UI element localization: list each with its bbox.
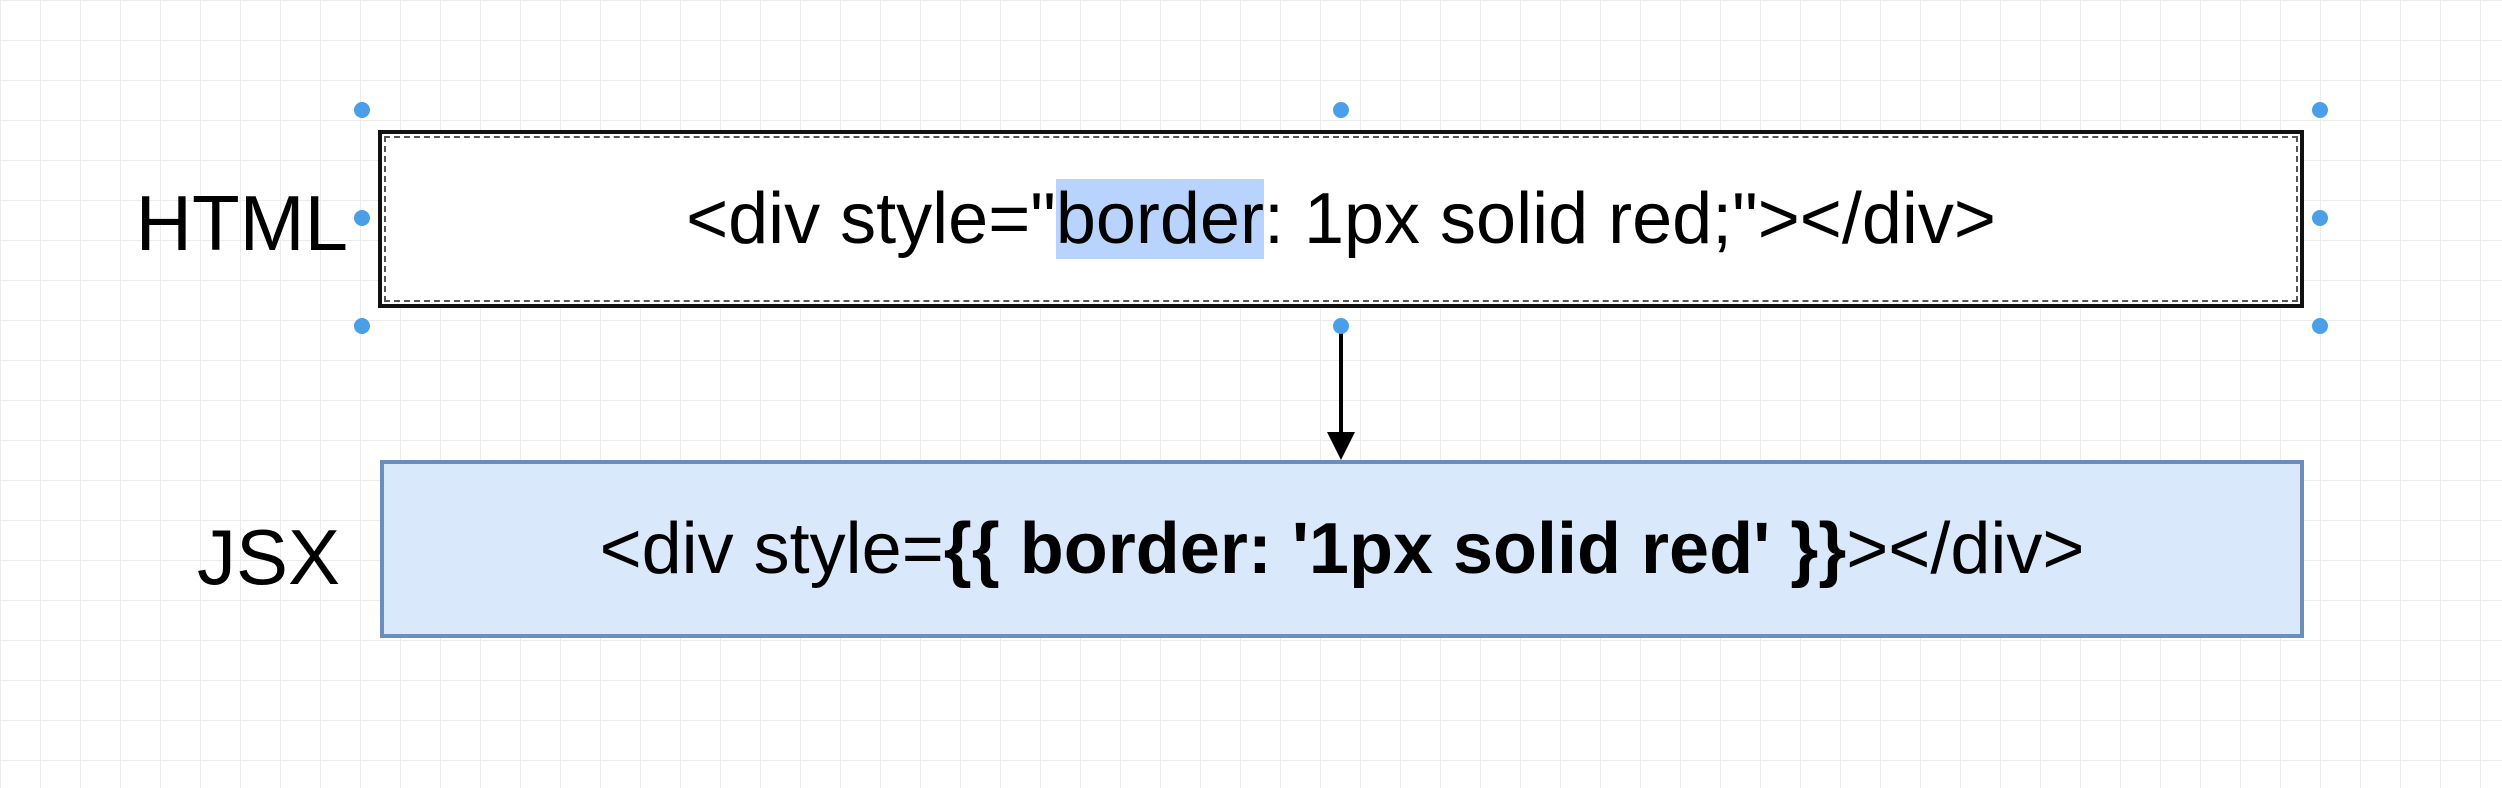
html-code-after: : 1px solid red;"></div> [1263,179,1996,259]
jsx-code-after: ></div> [1846,509,2085,589]
resize-handle-bottom-center[interactable] [1333,318,1349,334]
html-row-label: HTML [135,179,348,267]
jsx-code-box[interactable]: <div style={{ border: '1px solid red' }}… [380,460,2304,638]
resize-handle-top-center[interactable] [1333,102,1349,118]
html-code-box[interactable]: <div style="border: 1px solid red;"></di… [378,130,2304,308]
resize-handle-bottom-right[interactable] [2312,318,2328,334]
html-code-highlight[interactable]: border [1055,179,1264,259]
resize-handle-middle-left[interactable] [354,210,370,226]
jsx-row-label: JSX [196,513,340,601]
connector-arrowhead [1327,432,1355,460]
resize-handle-top-left[interactable] [354,102,370,118]
html-code-before: <div style=" [686,179,1056,259]
html-code-text[interactable]: <div style="border: 1px solid red;"></di… [686,178,1996,260]
jsx-code-before: <div style= [599,509,944,589]
jsx-code-text[interactable]: <div style={{ border: '1px solid red' }}… [600,508,2085,590]
resize-handle-bottom-left[interactable] [354,318,370,334]
jsx-code-bold: {{ border: '1px solid red' }} [943,509,1847,589]
resize-handle-top-right[interactable] [2312,102,2328,118]
resize-handle-middle-right[interactable] [2312,210,2328,226]
